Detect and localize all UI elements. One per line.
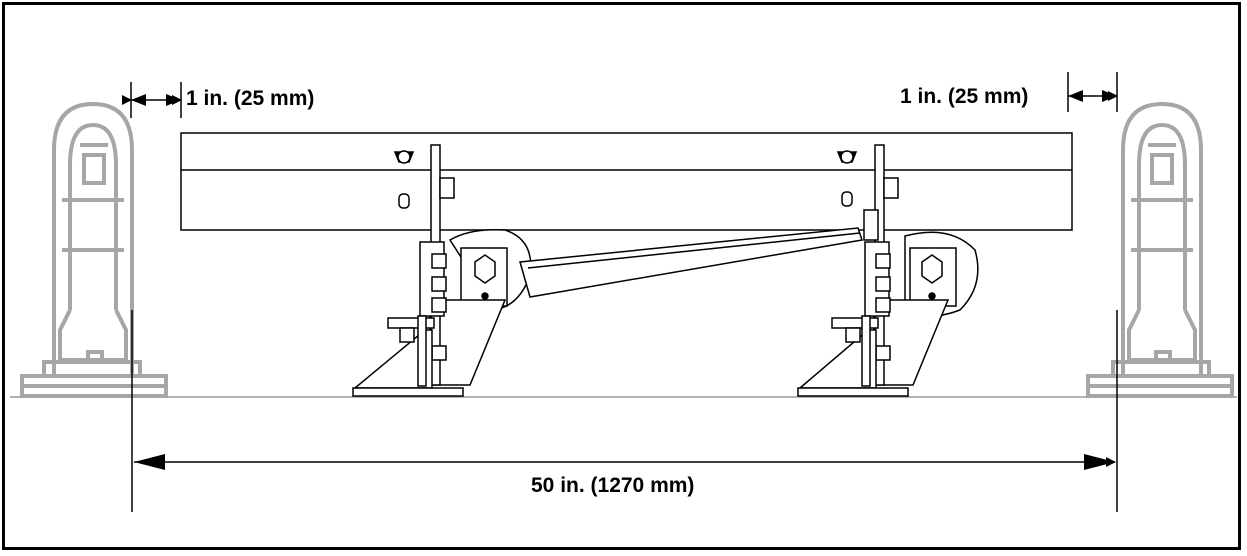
overall-width-label: 50 in. (1270 mm) [531, 474, 695, 497]
right-clearance-label: 1 in. (25 mm) [900, 85, 1029, 108]
mounting-assembly [180, 132, 1073, 397]
right-post [1086, 101, 1234, 398]
left-clearance-label: 1 in. (25 mm) [186, 87, 315, 110]
left-post [20, 101, 168, 398]
arrowheads [131, 90, 1117, 470]
overall-width-dimension [131, 310, 1118, 512]
cross-board [180, 132, 1073, 231]
right-clearance-dimension [1067, 72, 1118, 112]
